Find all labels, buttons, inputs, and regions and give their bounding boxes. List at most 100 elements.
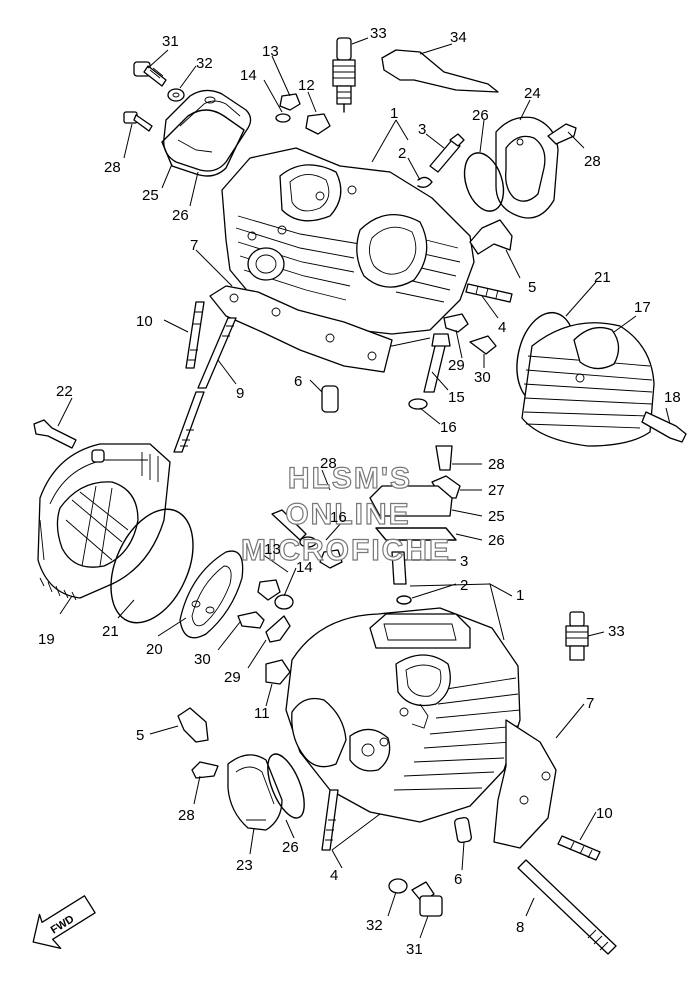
callout-9: 9 [236, 385, 244, 402]
bolt-16-mid [271, 509, 307, 541]
callout-26-top-right: 26 [472, 107, 489, 124]
elbow-joint-5-top [469, 219, 513, 255]
clip-2-mid [396, 595, 412, 605]
callout-22: 22 [56, 383, 73, 400]
fwd-direction-arrow: FWD [32, 895, 96, 950]
callout-32-top: 32 [196, 55, 213, 72]
callout-10-top: 10 [136, 313, 153, 330]
callout-33-top: 33 [370, 25, 387, 42]
intake-joint-24 [495, 116, 559, 219]
cylinder-17 [521, 322, 655, 447]
watermark-line-2: ONLINE [285, 498, 410, 531]
gasket-26-mid [375, 527, 457, 541]
upper-leader-lines [57, 37, 671, 427]
washer-16-mid [299, 536, 317, 548]
rear-cylinder-head-group [123, 37, 687, 453]
callout-31-lower: 31 [406, 941, 423, 958]
bolt-30-top [469, 335, 497, 355]
callout-1-mid: 1 [516, 587, 524, 604]
dowel-pin-6-top [321, 385, 339, 413]
stud-bolt-9 [197, 317, 237, 389]
callout-17: 17 [634, 299, 651, 316]
callout-26-top-left: 26 [172, 207, 189, 224]
callout-32-lower: 32 [366, 917, 383, 934]
callout-12: 12 [298, 77, 315, 94]
stud-bolt-10-lower [557, 835, 601, 861]
elbow-joint-5-lower [177, 707, 209, 743]
callout-6-top: 6 [294, 373, 302, 390]
callout-19: 19 [38, 631, 55, 648]
washer-32-lower [388, 878, 408, 894]
bolt-31-top [133, 61, 167, 87]
callout-13-top: 13 [262, 43, 279, 60]
callout-10-lower: 10 [596, 805, 613, 822]
watermark-line-3: MICROFICHE [241, 534, 451, 567]
cover-19 [37, 443, 171, 601]
callout-11: 11 [254, 705, 270, 722]
bolt-30-lower [237, 611, 265, 629]
front-cylinder-head [285, 607, 521, 823]
nut-13-mid [319, 549, 343, 569]
nut-11 [265, 659, 291, 685]
callout-4-top: 4 [498, 319, 506, 336]
o-ring-21-side [110, 508, 194, 624]
clip-2-top [417, 176, 433, 189]
bolt-28-mid [435, 445, 453, 471]
callout-16-mid: 16 [330, 509, 347, 526]
callout-3-top: 3 [418, 121, 426, 138]
o-ring-26-lower [267, 753, 305, 819]
callout-5-lower: 5 [136, 727, 144, 744]
bracket-29-lower [265, 615, 291, 643]
callout-29-lower: 29 [224, 669, 241, 686]
bolt-18 [641, 411, 687, 443]
stud-bolt-4-top [465, 283, 513, 303]
callout-25-mid: 25 [488, 508, 505, 525]
callout-28-mid-right: 28 [488, 456, 505, 473]
callout-31-top: 31 [162, 33, 179, 50]
callout-30-lower: 30 [194, 651, 211, 668]
callout-29-top: 29 [448, 357, 465, 374]
bracket-29-top [443, 313, 469, 333]
dowel-pin-6-lower [454, 816, 472, 844]
callout-13-mid: 13 [264, 541, 281, 558]
washer-16-top [408, 398, 428, 410]
callout-labels: 31 32 13 33 34 14 12 1 3 26 24 28 2 28 2… [38, 25, 681, 958]
lower-leader-lines [59, 463, 605, 939]
callout-25-top: 25 [142, 187, 159, 204]
gasket-20 [179, 550, 244, 639]
callout-28-top-right: 28 [584, 153, 601, 170]
callout-16-top: 16 [440, 419, 457, 436]
bolt-28-top-left [123, 111, 153, 132]
nut-13-top [279, 93, 301, 111]
head-gasket-7-top [209, 285, 393, 373]
callout-18: 18 [664, 389, 681, 406]
gasket-26-top-left [161, 109, 245, 177]
callout-6-lower: 6 [454, 871, 462, 888]
rear-cylinder-head [221, 147, 475, 347]
callout-7-lower: 7 [586, 695, 594, 712]
callout-28-mid-left: 28 [320, 455, 337, 472]
callout-5-top: 5 [528, 279, 536, 296]
callout-20: 20 [146, 641, 163, 658]
spark-plug-33-lower [565, 611, 589, 661]
plate-34 [381, 49, 499, 93]
callout-26-mid: 26 [488, 532, 505, 549]
spark-plug-33-top [332, 37, 356, 113]
nut-12-top [305, 113, 331, 135]
callout-14-top: 14 [240, 67, 257, 84]
callout-28-top-left: 28 [104, 159, 121, 176]
callout-33-lower: 33 [608, 623, 625, 640]
callout-2-mid: 2 [460, 577, 468, 594]
side-cover-group [33, 419, 244, 639]
stud-bolt-8 [517, 859, 617, 955]
stud-bolt-10-top [185, 301, 205, 369]
callout-4-lower: 4 [330, 867, 338, 884]
valve-guide-3-top [429, 139, 461, 173]
callout-1-top: 1 [390, 105, 398, 122]
nut-13-lower [257, 579, 281, 601]
callout-27: 27 [488, 482, 505, 499]
valve-guide-3-mid [391, 551, 407, 585]
washer-14-lower [274, 594, 294, 610]
